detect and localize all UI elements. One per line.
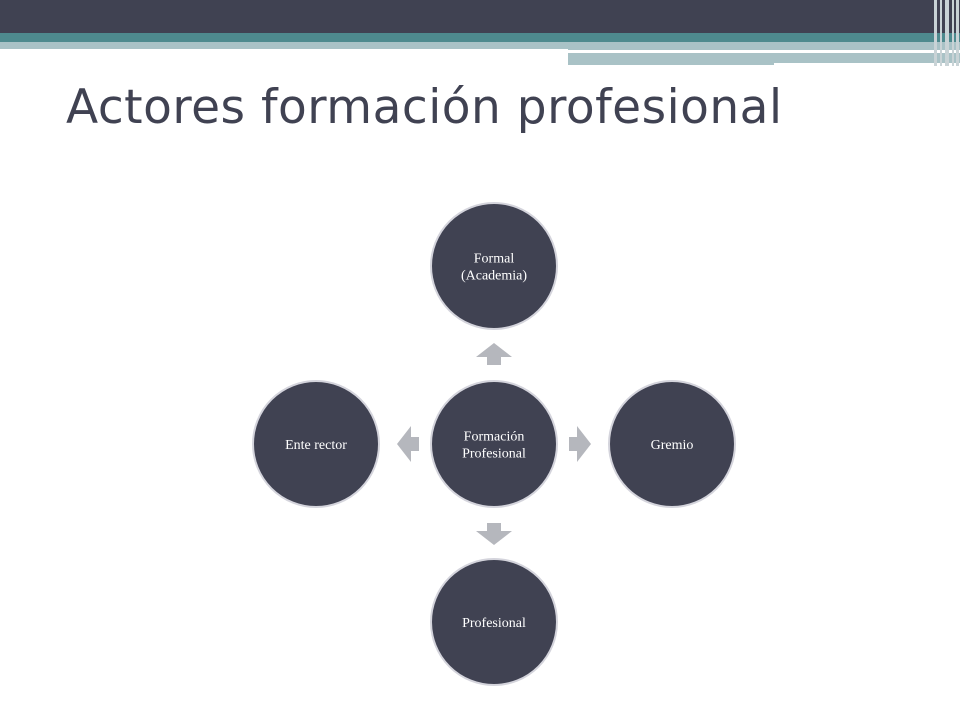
node-left-label: Ente rector — [285, 438, 347, 453]
header-band-light — [0, 42, 568, 49]
node-bottom-circle — [430, 558, 558, 686]
header-band-teal — [0, 33, 960, 42]
node-top-label: (Academia) — [461, 269, 527, 284]
node-center-label: Formación — [464, 430, 525, 445]
header-band-dark — [0, 0, 960, 33]
arrows-layer — [397, 343, 591, 545]
node-bottom-label: Profesional — [462, 616, 526, 631]
arrow-left-icon — [397, 426, 419, 462]
slide-title: Actores formación profesional — [66, 80, 783, 135]
node-left: Ente rector — [252, 380, 380, 508]
header-band-right-notch — [774, 63, 960, 66]
header-edge-bars — [932, 0, 960, 66]
node-top-circle — [430, 202, 558, 330]
node-center-circle — [430, 380, 558, 508]
node-top: Formal (Academia) — [430, 202, 558, 330]
header-band-right-upper — [568, 42, 960, 50]
node-right-circle — [608, 380, 736, 508]
node-right: Gremio — [608, 380, 736, 508]
node-left-circle — [252, 380, 380, 508]
arrow-up-icon — [476, 343, 512, 365]
node-right-label: Gremio — [651, 438, 694, 453]
header-band-right-divider — [568, 50, 888, 52]
arrow-down-icon — [476, 523, 512, 545]
arrow-right-icon — [569, 426, 591, 462]
node-bottom: Profesional — [430, 558, 558, 686]
node-top-label: Formal — [474, 252, 515, 267]
header-band-right-lower — [568, 53, 960, 65]
node-center-label: Profesional — [462, 447, 526, 462]
